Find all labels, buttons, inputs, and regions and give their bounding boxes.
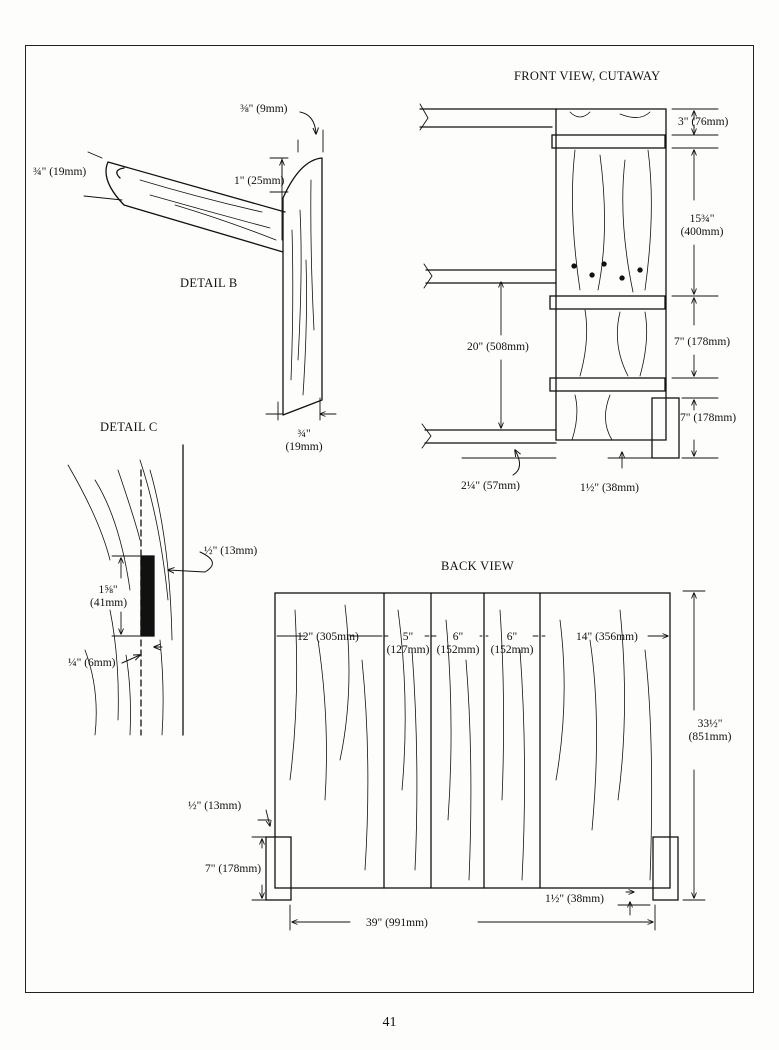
front-view-panel (555, 108, 667, 441)
back-view-left-leg (265, 836, 292, 901)
front-view-dim-gap: 7" (178mm) (674, 336, 731, 348)
detail-b-dim-bottom: ¾" (19mm) (281, 428, 327, 454)
front-view-rails (419, 108, 558, 444)
detail-b-drawing (83, 111, 337, 420)
back-view-board-4-line2: (152mm) (490, 644, 534, 656)
back-view-board-4-line1: 6" (506, 631, 518, 643)
detail-c-dim-height: 1⅝" (41mm) (90, 584, 128, 610)
back-view-dim-height-line2: (851mm) (688, 731, 732, 743)
detail-c-dim-thickness: ¼" (6mm) (68, 657, 116, 669)
back-view-dim-bottom-gap: 1½" (38mm) (545, 893, 604, 905)
front-view-dim-height: 20" (508mm) (467, 341, 529, 353)
detail-c-dim-height-line1: 1⅝" (98, 584, 118, 596)
front-view-batten-low (549, 377, 666, 392)
front-view-dim-top: 3" (76mm) (678, 116, 729, 128)
page-number: 41 (382, 1015, 397, 1030)
detail-b-dim-bottom-line1: ¾" (297, 428, 311, 440)
back-view-dim-height: 33½" (851mm) (680, 718, 740, 744)
back-view-drawing (251, 590, 706, 931)
back-view-dim-height-line1: 33½" (697, 718, 723, 730)
front-view-foot (651, 397, 680, 459)
back-view-title: BACK VIEW (441, 559, 514, 573)
detail-b-dim-top: ⅜" (9mm) (240, 103, 288, 115)
detail-b-dim-left: ¾" (19mm) (33, 166, 87, 178)
front-view-dim-panel-line2: (400mm) (680, 226, 724, 238)
back-view-board-3-line2: (152mm) (436, 644, 480, 656)
back-view-board-2: 5" (127mm) (386, 631, 430, 657)
back-view-dim-leg-height: 7" (178mm) (205, 863, 262, 875)
front-view-drawing (419, 103, 719, 476)
back-view-board-joints (383, 592, 541, 889)
detail-b-dim-bottom-line2: (19mm) (285, 441, 323, 453)
detail-b-title: DETAIL B (180, 276, 238, 290)
back-view-board-2-line1: 5" (402, 631, 414, 643)
front-view-batten-mid (549, 295, 666, 310)
front-view-dim-panel: 15¾" (400mm) (672, 213, 732, 239)
detail-b-brace (105, 161, 286, 253)
back-view-right-leg (652, 836, 679, 901)
back-view-dim-leg-gap: ½" (13mm) (188, 800, 242, 812)
front-view-dim-right-bottom: 1½" (38mm) (580, 482, 639, 494)
back-view-board-4: 6" (152mm) (487, 631, 537, 657)
back-view-board-3: 6" (152mm) (434, 631, 482, 657)
detail-c-title: DETAIL C (100, 420, 158, 434)
front-view-batten-top (551, 134, 666, 149)
detail-b-post (282, 157, 323, 416)
back-view-board-2-line2: (127mm) (386, 644, 430, 656)
back-view-dim-width: 39" (991mm) (366, 917, 428, 929)
front-view-dim-left-bottom: 2¼" (57mm) (461, 480, 520, 492)
front-view-dim-foot: 7" (178mm) (680, 412, 737, 424)
illustration-frame (25, 45, 754, 993)
detail-c-dim-height-line2: (41mm) (90, 597, 128, 609)
back-view-board-3-line1: 6" (452, 631, 464, 643)
back-view-board-5: 14" (356mm) (576, 631, 638, 643)
back-view-board-1: 12" (305mm) (297, 631, 359, 643)
back-view-panel (274, 592, 671, 889)
detail-c-strip (140, 555, 155, 637)
detail-b-dim-mid: 1" (25mm) (234, 175, 285, 187)
front-view-title: FRONT VIEW, CUTAWAY (514, 69, 661, 83)
front-view-dim-panel-line1: 15¾" (689, 213, 715, 225)
detail-c-drawing (67, 444, 213, 736)
detail-c-dim-right: ½" (13mm) (204, 545, 258, 557)
